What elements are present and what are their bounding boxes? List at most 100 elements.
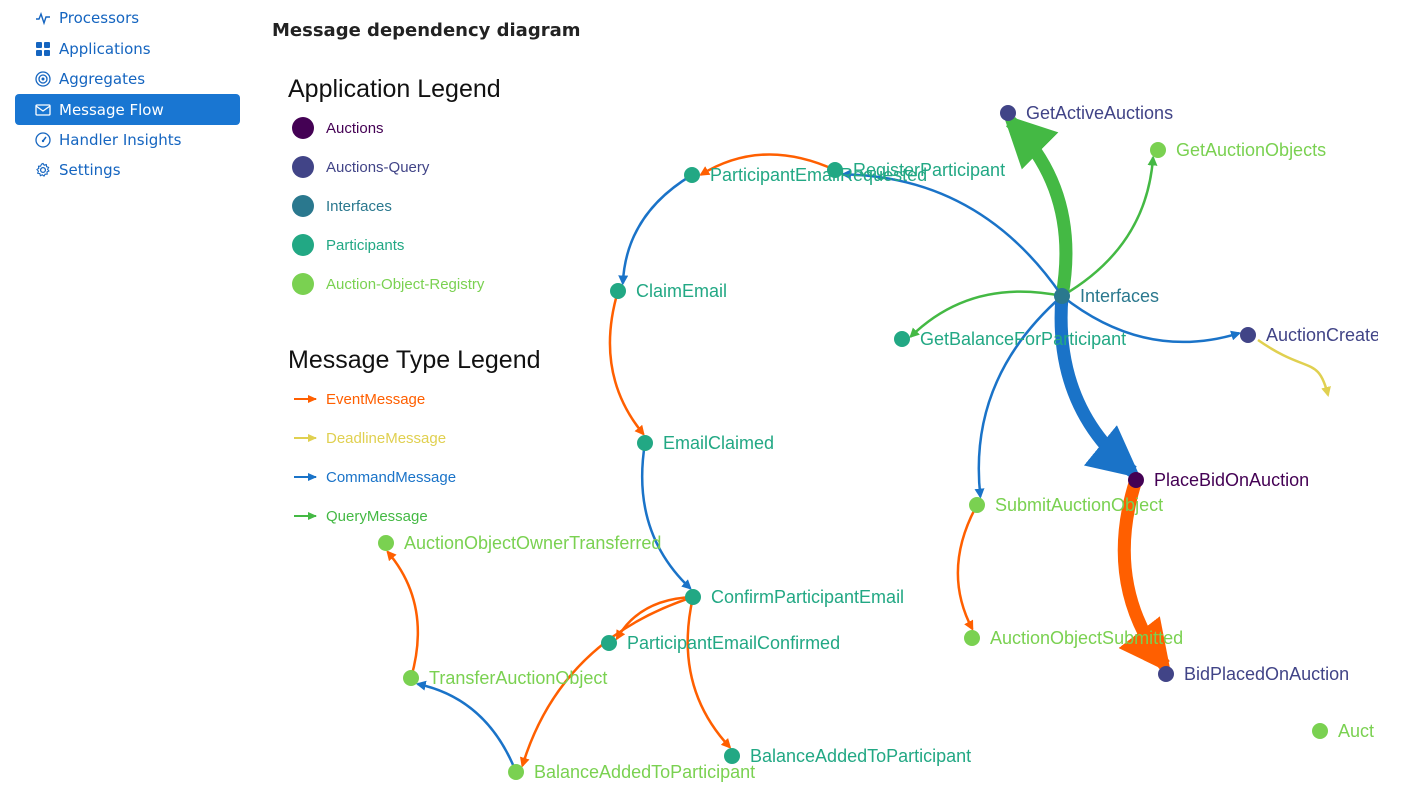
node-label[interactable]: Interfaces (1080, 286, 1159, 306)
diagram-node-emailclaimed[interactable]: EmailClaimed (637, 433, 774, 453)
flow-edge[interactable] (641, 442, 692, 590)
node-dot[interactable] (685, 589, 701, 605)
legend-type-arrow (308, 434, 317, 442)
page-title: Message dependency diagram (272, 20, 581, 41)
node-label[interactable]: TransferAuctionObject (429, 668, 607, 688)
target-icon (35, 70, 51, 87)
diagram-node-balanceaddedtoparticipant-b[interactable]: BalanceAddedToParticipant (508, 762, 755, 782)
node-label[interactable]: ParticipantEmailConfirmed (627, 633, 840, 653)
legend-app-dot (292, 234, 314, 256)
diagram-node-placebidonauction[interactable]: PlaceBidOnAuction (1128, 470, 1309, 490)
flow-edge[interactable] (909, 290, 1063, 339)
sidebar-item-handler-insights[interactable]: Handler Insights (15, 124, 240, 155)
node-dot[interactable] (1158, 666, 1174, 682)
node-label[interactable]: RegisterParticipant (853, 160, 1005, 180)
node-label[interactable]: BidPlacedOnAuction (1184, 664, 1349, 684)
node-dot[interactable] (684, 167, 700, 183)
flow-edge[interactable] (415, 680, 518, 773)
node-label[interactable]: AuctionCreated (1266, 325, 1378, 345)
node-dot[interactable] (1128, 472, 1144, 488)
node-dot[interactable] (1054, 288, 1070, 304)
node-label[interactable]: GetAuctionObjects (1176, 140, 1326, 160)
diagram-node-getauctionobjects[interactable]: GetAuctionObjects (1150, 140, 1326, 160)
diagram-node-getactiveauctions[interactable]: GetActiveAuctions (1000, 103, 1173, 123)
node-dot[interactable] (403, 670, 419, 686)
node-dot[interactable] (508, 764, 524, 780)
diagram-node-auctioncreated[interactable]: AuctionCreated (1240, 325, 1378, 345)
diagram-node-submitauctionobject[interactable]: SubmitAuctionObject (969, 495, 1163, 515)
diagram-node-bidplacedonauction[interactable]: BidPlacedOnAuction (1158, 664, 1349, 684)
diagram-node-confirmparticipantemail[interactable]: ConfirmParticipantEmail (685, 587, 904, 607)
flow-edge[interactable] (1054, 295, 1141, 479)
flow-edge[interactable] (1061, 155, 1158, 298)
node-label[interactable]: ConfirmParticipantEmail (711, 587, 904, 607)
flow-edge[interactable] (974, 295, 1063, 499)
legend-app-dot (292, 156, 314, 178)
application-legend-title: Application Legend (288, 75, 501, 103)
diagram-node-auctionobjectownertransferred[interactable]: AuctionObjectOwnerTransferred (378, 533, 661, 553)
node-label[interactable]: GetActiveAuctions (1026, 103, 1173, 123)
flow-edge[interactable] (956, 504, 979, 631)
node-label[interactable]: EmailClaimed (663, 433, 774, 453)
diagram-node-participantemailconfirmed[interactable]: ParticipantEmailConfirmed (601, 633, 840, 653)
sidebar-item-aggregates[interactable]: Aggregates (15, 63, 240, 94)
diagram-node-interfaces[interactable]: Interfaces (1054, 286, 1159, 306)
flow-edge[interactable] (618, 173, 693, 286)
legend-type-arrow (308, 512, 317, 520)
flow-edge[interactable] (699, 153, 836, 176)
node-label[interactable]: SubmitAuctionObject (995, 495, 1163, 515)
node-label[interactable]: BalanceAddedToParticipant (534, 762, 755, 782)
node-dot[interactable] (1150, 142, 1166, 158)
node-label[interactable]: AuctionObjectOwnerTransferred (404, 533, 661, 553)
node-dot[interactable] (378, 535, 394, 551)
node-dot[interactable] (827, 162, 843, 178)
flow-edge[interactable] (519, 595, 694, 768)
gear-icon (35, 162, 51, 178)
node-dot[interactable] (1240, 327, 1256, 343)
node-dot[interactable] (724, 748, 740, 764)
legend-type-arrow (308, 395, 317, 403)
node-label[interactable]: Auct (1338, 721, 1374, 741)
node-dot[interactable] (964, 630, 980, 646)
flow-edge[interactable] (1003, 114, 1073, 298)
diagram-node-auctionobjectsubmitted[interactable]: AuctionObjectSubmitted (964, 628, 1183, 648)
diagram-node-auct[interactable]: Auct (1312, 721, 1374, 741)
node-label[interactable]: ParticipantEmailRequested (710, 165, 927, 185)
flow-edge[interactable] (686, 596, 732, 749)
flow-edge[interactable] (386, 550, 420, 679)
node-dot[interactable] (1312, 723, 1328, 739)
node-label[interactable]: PlaceBidOnAuction (1154, 470, 1309, 490)
message-type-legend-title: Message Type Legend (288, 346, 541, 374)
sidebar-item-applications[interactable]: Applications (15, 33, 240, 64)
diagram-node-participantemailrequested[interactable]: ParticipantEmailRequested (684, 165, 927, 185)
node-dot[interactable] (969, 497, 985, 513)
node-dot[interactable] (601, 635, 617, 651)
flow-edge[interactable] (1061, 295, 1242, 344)
sidebar-item-processors[interactable]: Processors (15, 2, 240, 33)
node-label[interactable]: GetBalanceForParticipant (920, 329, 1126, 349)
node-dot[interactable] (894, 331, 910, 347)
diagram-node-balanceaddedtoparticipant-a[interactable]: BalanceAddedToParticipant (724, 746, 971, 766)
node-dot[interactable] (610, 283, 626, 299)
node-label[interactable]: ClaimEmail (636, 281, 727, 301)
flow-edge[interactable] (1117, 478, 1171, 674)
node-label[interactable]: BalanceAddedToParticipant (750, 746, 971, 766)
node-label[interactable]: AuctionObjectSubmitted (990, 628, 1183, 648)
flow-edge[interactable] (1257, 338, 1331, 397)
flow-edge[interactable] (840, 169, 1064, 297)
legend-app-label: Auctions-Query (326, 159, 430, 176)
node-dot[interactable] (1000, 105, 1016, 121)
sidebar-item-settings[interactable]: Settings (15, 154, 240, 185)
flow-edge[interactable] (608, 290, 645, 436)
legend-type-label: EventMessage (326, 391, 425, 408)
diagram-node-registerparticipant[interactable]: RegisterParticipant (827, 160, 1005, 180)
diagram-node-transferauctionobject[interactable]: TransferAuctionObject (403, 668, 607, 688)
grid-icon (35, 41, 51, 57)
sidebar-item-message-flow[interactable]: Message Flow (15, 94, 240, 125)
diagram-node-claimemail[interactable]: ClaimEmail (610, 281, 727, 301)
diagram-node-getbalanceforparticipant[interactable]: GetBalanceForParticipant (894, 329, 1126, 349)
legend-app-label: Interfaces (326, 198, 392, 215)
legend-app-label: Auction-Object-Registry (326, 276, 485, 293)
node-dot[interactable] (637, 435, 653, 451)
